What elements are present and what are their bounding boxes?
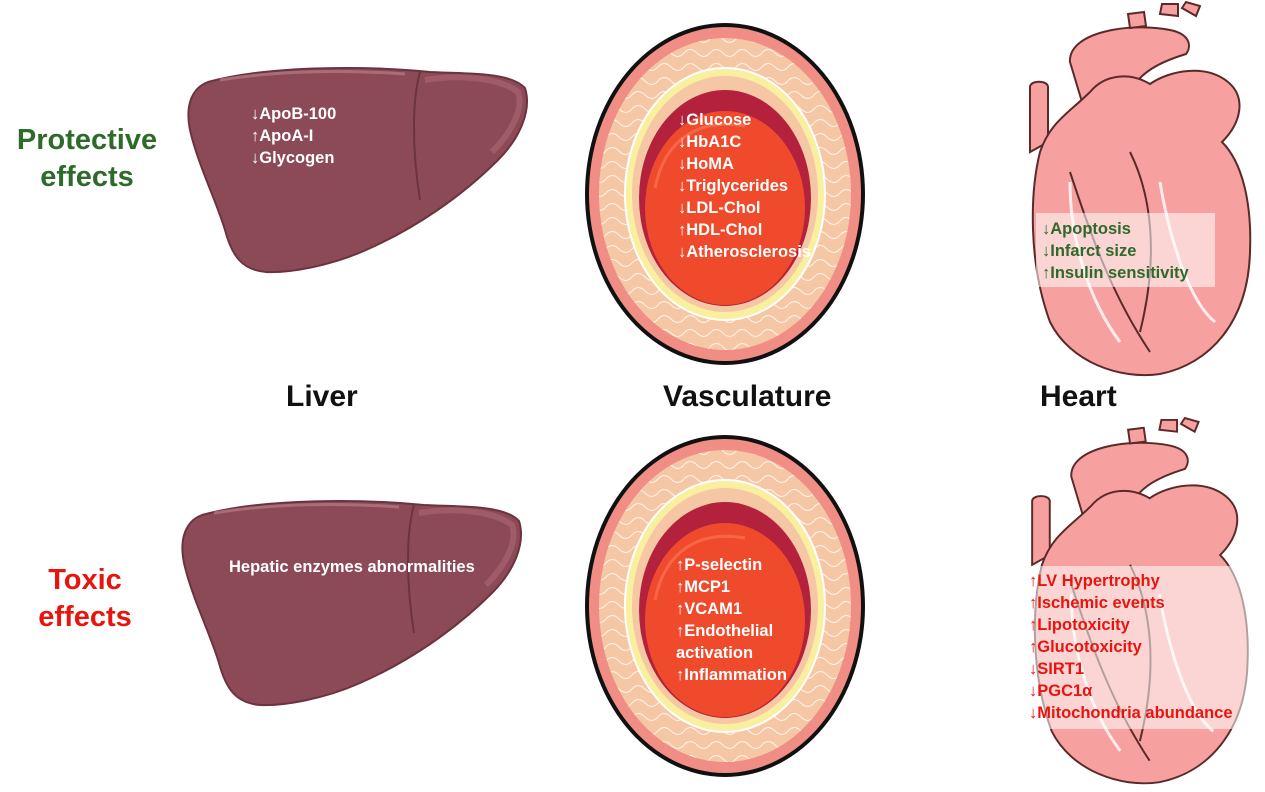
heart-protective-item: ↑Insulin sensitivity bbox=[1042, 262, 1189, 284]
vasculature-toxic-item: ↑Endothelial bbox=[676, 620, 787, 642]
heart-toxic-item: ↑Ischemic events bbox=[1029, 592, 1233, 614]
vasculature-protective-item: ↓HbA1C bbox=[678, 131, 811, 153]
vasculature-toxic-item: activation bbox=[676, 642, 787, 664]
heart-title: Heart bbox=[1040, 380, 1117, 414]
heart-toxic-item: ↑Glucotoxicity bbox=[1029, 636, 1233, 658]
vasculature-toxic-item: ↑MCP1 bbox=[676, 576, 787, 598]
vasculature-toxic-item: ↑Inflammation bbox=[676, 664, 787, 686]
vasculature-toxic-item: ↑P-selectin bbox=[676, 554, 787, 576]
vasculature-protective-item: ↓HoMA bbox=[678, 153, 811, 175]
vasculature-protective-item: ↓Triglycerides bbox=[678, 175, 811, 197]
heart-toxic-item: ↑LV Hypertrophy bbox=[1029, 570, 1233, 592]
heart-toxic-item: ↓Mitochondria abundance bbox=[1029, 702, 1233, 724]
vasculature-toxic-list: ↑P-selectin ↑MCP1 ↑VCAM1 ↑Endothelial ac… bbox=[676, 554, 787, 686]
liver-title: Liver bbox=[286, 380, 358, 414]
heart-toxic-list: ↑LV Hypertrophy ↑Ischemic events ↑Lipoto… bbox=[1029, 570, 1233, 724]
toxic-effects-label: Toxic effects bbox=[20, 562, 150, 636]
heart-illustration-protective bbox=[1010, 2, 1255, 384]
vasculature-protective-item: ↓LDL-Chol bbox=[678, 197, 811, 219]
protective-label-line1: Protective bbox=[2, 122, 172, 159]
vasculature-title: Vasculature bbox=[663, 380, 831, 414]
protective-label-line2: effects bbox=[2, 159, 172, 196]
liver-illustration-toxic bbox=[172, 493, 527, 708]
liver-toxic-item: Hepatic enzymes abnormalities bbox=[229, 556, 475, 578]
vasculature-protective-list: ↓Glucose ↓HbA1C ↓HoMA ↓Triglycerides ↓LD… bbox=[678, 109, 811, 263]
liver-protective-item: ↓ApoB-100 bbox=[251, 103, 336, 125]
vasculature-protective-item: ↑HDL-Chol bbox=[678, 219, 811, 241]
liver-protective-item: ↓Glycogen bbox=[251, 147, 336, 169]
toxic-label-line2: effects bbox=[20, 599, 150, 636]
liver-protective-list: ↓ApoB-100 ↑ApoA-I ↓Glycogen bbox=[251, 103, 336, 169]
liver-illustration-protective bbox=[180, 60, 530, 275]
liver-toxic-list: Hepatic enzymes abnormalities bbox=[229, 556, 475, 578]
liver-protective-item: ↑ApoA-I bbox=[251, 125, 336, 147]
heart-protective-item: ↓Infarct size bbox=[1042, 240, 1189, 262]
heart-protective-item: ↓Apoptosis bbox=[1042, 218, 1189, 240]
vasculature-protective-item: ↓Atherosclerosis bbox=[678, 241, 811, 263]
vasculature-toxic-item: ↑VCAM1 bbox=[676, 598, 787, 620]
heart-toxic-item: ↓PGC1α bbox=[1029, 680, 1233, 702]
vasculature-protective-item: ↓Glucose bbox=[678, 109, 811, 131]
heart-protective-list: ↓Apoptosis ↓Infarct size ↑Insulin sensit… bbox=[1042, 218, 1189, 284]
heart-toxic-item: ↑Lipotoxicity bbox=[1029, 614, 1233, 636]
heart-toxic-item: ↓SIRT1 bbox=[1029, 658, 1233, 680]
toxic-label-line1: Toxic bbox=[20, 562, 150, 599]
protective-effects-label: Protective effects bbox=[2, 122, 172, 196]
